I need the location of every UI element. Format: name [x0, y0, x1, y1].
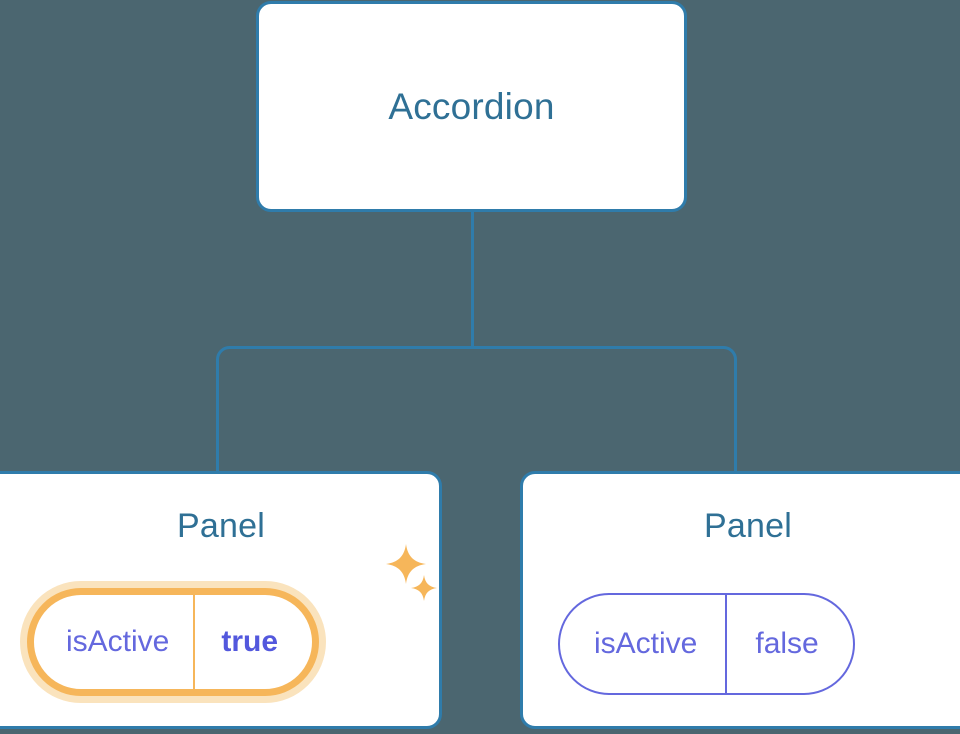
node-accordion-title: Accordion [388, 85, 555, 127]
prop-pill-glow-ring: isActive true [20, 581, 327, 703]
prop-pill-isactive-false[interactable]: isActive false [558, 593, 855, 695]
connector-branch-right [472, 346, 737, 471]
node-accordion[interactable]: Accordion [256, 1, 687, 212]
prop-value-label: true [193, 595, 312, 689]
prop-key-label: isActive [66, 625, 170, 658]
node-panel-inactive-title: Panel [704, 507, 792, 545]
node-panel-active[interactable]: Panel isActive true [0, 471, 442, 729]
prop-pill-active-wrap: isActive true [20, 581, 327, 703]
prop-value-label: false [725, 595, 852, 693]
prop-pill-isactive-true[interactable]: isActive true [27, 588, 320, 696]
connector-branch-left [216, 346, 473, 471]
prop-pill-inactive-wrap: isActive false [558, 593, 855, 695]
node-panel-inactive[interactable]: Panel isActive false [520, 471, 960, 729]
prop-key-label: isActive [594, 627, 698, 660]
node-panel-active-title: Panel [177, 507, 265, 545]
